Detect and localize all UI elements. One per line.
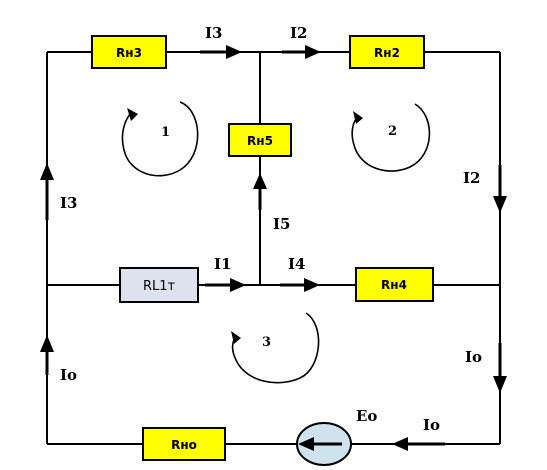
loop-3-label: 3 (262, 335, 271, 350)
arrow-io-bottom (392, 437, 445, 451)
resistor-rn2-label: Rн2 (374, 46, 400, 60)
current-label-i2-top: I2 (290, 24, 307, 42)
arrow-i2-right (493, 165, 507, 213)
current-label-io-left: Io (60, 366, 77, 384)
current-label-i2-right: I2 (463, 169, 480, 187)
voltage-source-eo: Eo (296, 407, 377, 466)
resistor-rn2: Rн2 (349, 35, 425, 69)
source-arrow-head (298, 437, 314, 451)
arrow-i3-top (200, 45, 242, 59)
source-label: Eo (356, 407, 377, 425)
loop-3: 3 (231, 312, 320, 384)
resistor-rn3: Rн3 (91, 35, 167, 69)
resistor-rno: Rнo (142, 427, 226, 461)
arrow-i1 (205, 278, 246, 292)
arrow-i4 (280, 278, 320, 292)
current-label-io-bottom: Io (423, 416, 440, 434)
resistor-rno-label: Rнo (171, 438, 197, 452)
current-label-i3-top: I3 (205, 24, 222, 42)
arrow-io-left (40, 335, 54, 375)
resistor-rn4-label: Rн4 (381, 278, 407, 292)
loop-1-label: 1 (161, 125, 170, 140)
arrow-i3-left (40, 163, 54, 220)
wires (46, 51, 501, 445)
loop-1: 1 (121, 101, 199, 177)
resistor-rn5-label: Rн5 (247, 134, 273, 148)
resistor-rl1t-label: RL1т (143, 279, 176, 294)
resistor-rl1t: RL1т (119, 267, 199, 303)
resistor-rn5: Rн5 (228, 123, 292, 157)
arrow-i2-top (282, 45, 321, 59)
loop-2-label: 2 (388, 124, 397, 139)
resistor-rn3-label: Rн3 (116, 46, 142, 60)
current-label-io-right: Io (465, 348, 482, 366)
arrow-io-right (493, 343, 507, 393)
current-label-i3-left: I3 (60, 194, 77, 212)
resistor-rn4: Rн4 (355, 267, 434, 302)
loop-2: 2 (351, 103, 431, 172)
arrow-i5 (253, 173, 267, 210)
current-label-i4: I4 (288, 255, 305, 273)
current-label-i5: I5 (273, 215, 290, 233)
current-label-i1: I1 (214, 255, 231, 273)
